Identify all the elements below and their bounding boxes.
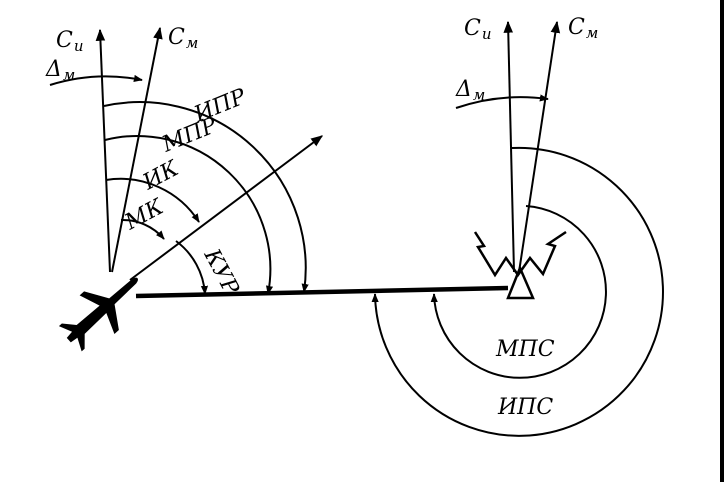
- true-north-label: Си: [56, 28, 84, 55]
- station-true-north-label: Си: [464, 16, 492, 43]
- aircraft-icon: [58, 277, 138, 352]
- right-edge-bar: [720, 0, 724, 482]
- true-heading-label: ИК: [138, 156, 183, 196]
- true-station-bearing-arc: [371, 146, 664, 437]
- station-true-meridian-line: [503, 20, 515, 273]
- declination-arc: [49, 74, 143, 86]
- station-magnetic-meridian-line: [518, 20, 561, 273]
- magnetic-station-bearing-arc: [430, 205, 607, 379]
- station-declination-label: Δм: [455, 77, 485, 104]
- magnetic-heading-arc: [120, 218, 165, 240]
- magnetic-meridian-line: [111, 26, 163, 273]
- true-station-bearing-label: ИПС: [497, 395, 553, 420]
- magnetic-station-bearing-label: МПС: [495, 337, 555, 362]
- magnetic-track-angle-arc: [104, 135, 274, 295]
- declination-label: Δм: [45, 57, 75, 84]
- true-track-angle-arc: [103, 101, 309, 293]
- magnetic-heading-label: МК: [120, 194, 168, 236]
- station-magnetic-north-label: См: [568, 15, 598, 42]
- true-meridian-line: [95, 28, 111, 273]
- aircraft-heading-line: [129, 135, 323, 281]
- magnetic-track-angle-label: МПР: [158, 113, 222, 158]
- station-declination-arc: [455, 94, 549, 109]
- track-line: [135, 285, 509, 299]
- magnetic-north-label: См: [168, 25, 198, 52]
- radio-station-icon: [473, 230, 567, 300]
- true-heading-arc: [105, 177, 200, 223]
- relative-bearing-arc: [175, 240, 209, 295]
